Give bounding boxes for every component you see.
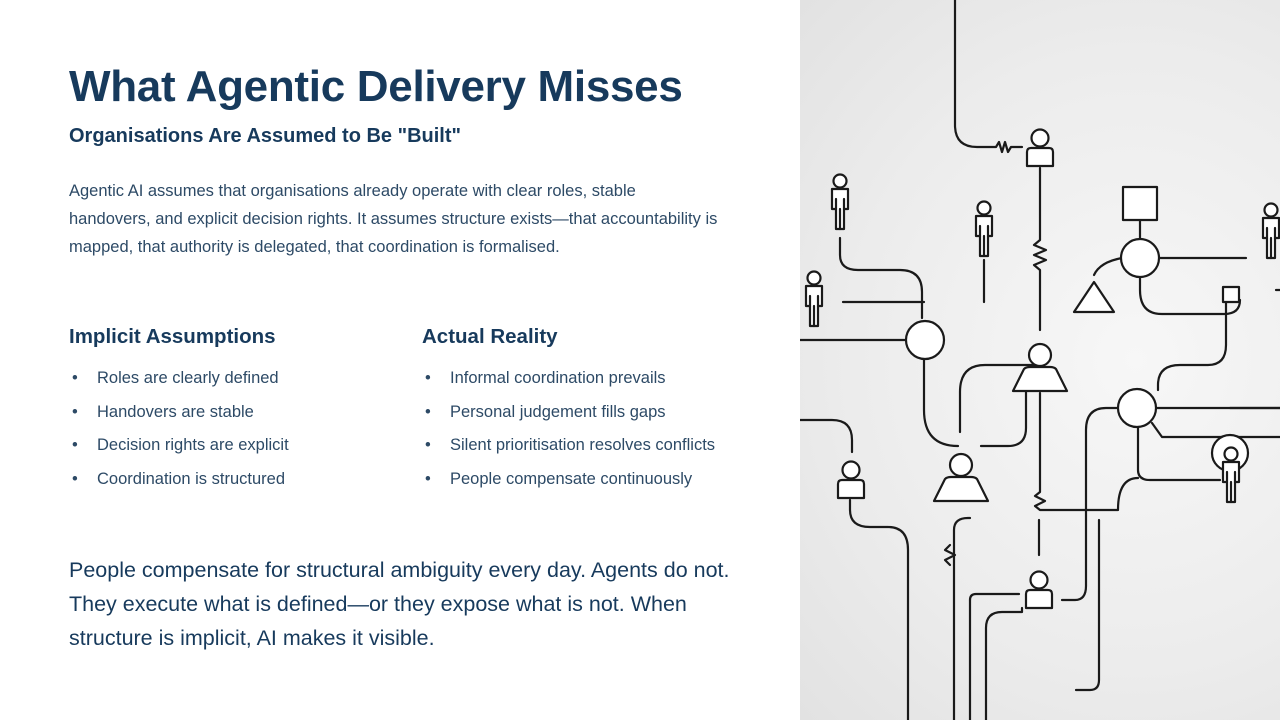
square-node-icon <box>1121 185 1159 222</box>
list-item: Personal judgement fills gaps <box>422 399 732 427</box>
list-item: Decision rights are explicit <box>69 432 389 460</box>
text-panel: What Agentic Delivery Misses Organisatio… <box>0 0 800 720</box>
connector-lines <box>800 0 1280 720</box>
implicit-assumptions-list: Roles are clearly defined Handovers are … <box>69 365 389 493</box>
actual-reality-heading: Actual Reality <box>422 325 558 348</box>
network-people-illustration-icon <box>800 0 1280 720</box>
list-item: Silent prioritisation resolves conflicts <box>422 432 732 460</box>
small-square-node-icon <box>1221 285 1241 304</box>
closing-statement: People compensate for structural ambigui… <box>69 558 730 650</box>
network-illustration <box>800 0 1280 720</box>
list-item: Handovers are stable <box>69 399 389 427</box>
intro-paragraph: Agentic AI assumes that organisations al… <box>69 182 718 256</box>
actual-reality-list: Informal coordination prevails Personal … <box>422 365 732 493</box>
list-item: Informal coordination prevails <box>422 365 732 393</box>
list-item: People compensate continuously <box>422 466 732 494</box>
page-subtitle: Organisations Are Assumed to Be "Built" <box>69 125 461 147</box>
actual-reality-column: Actual Reality Informal coordination pre… <box>422 325 732 499</box>
person-figures <box>804 128 1280 610</box>
implicit-assumptions-column: Implicit Assumptions Roles are clearly d… <box>69 325 389 499</box>
list-item: Roles are clearly defined <box>69 365 389 393</box>
implicit-assumptions-heading: Implicit Assumptions <box>69 325 276 348</box>
page-title: What Agentic Delivery Misses <box>69 62 683 111</box>
triangle-node-icon <box>1072 280 1116 314</box>
hub-nodes <box>904 237 1250 473</box>
list-item: Coordination is structured <box>69 466 389 494</box>
